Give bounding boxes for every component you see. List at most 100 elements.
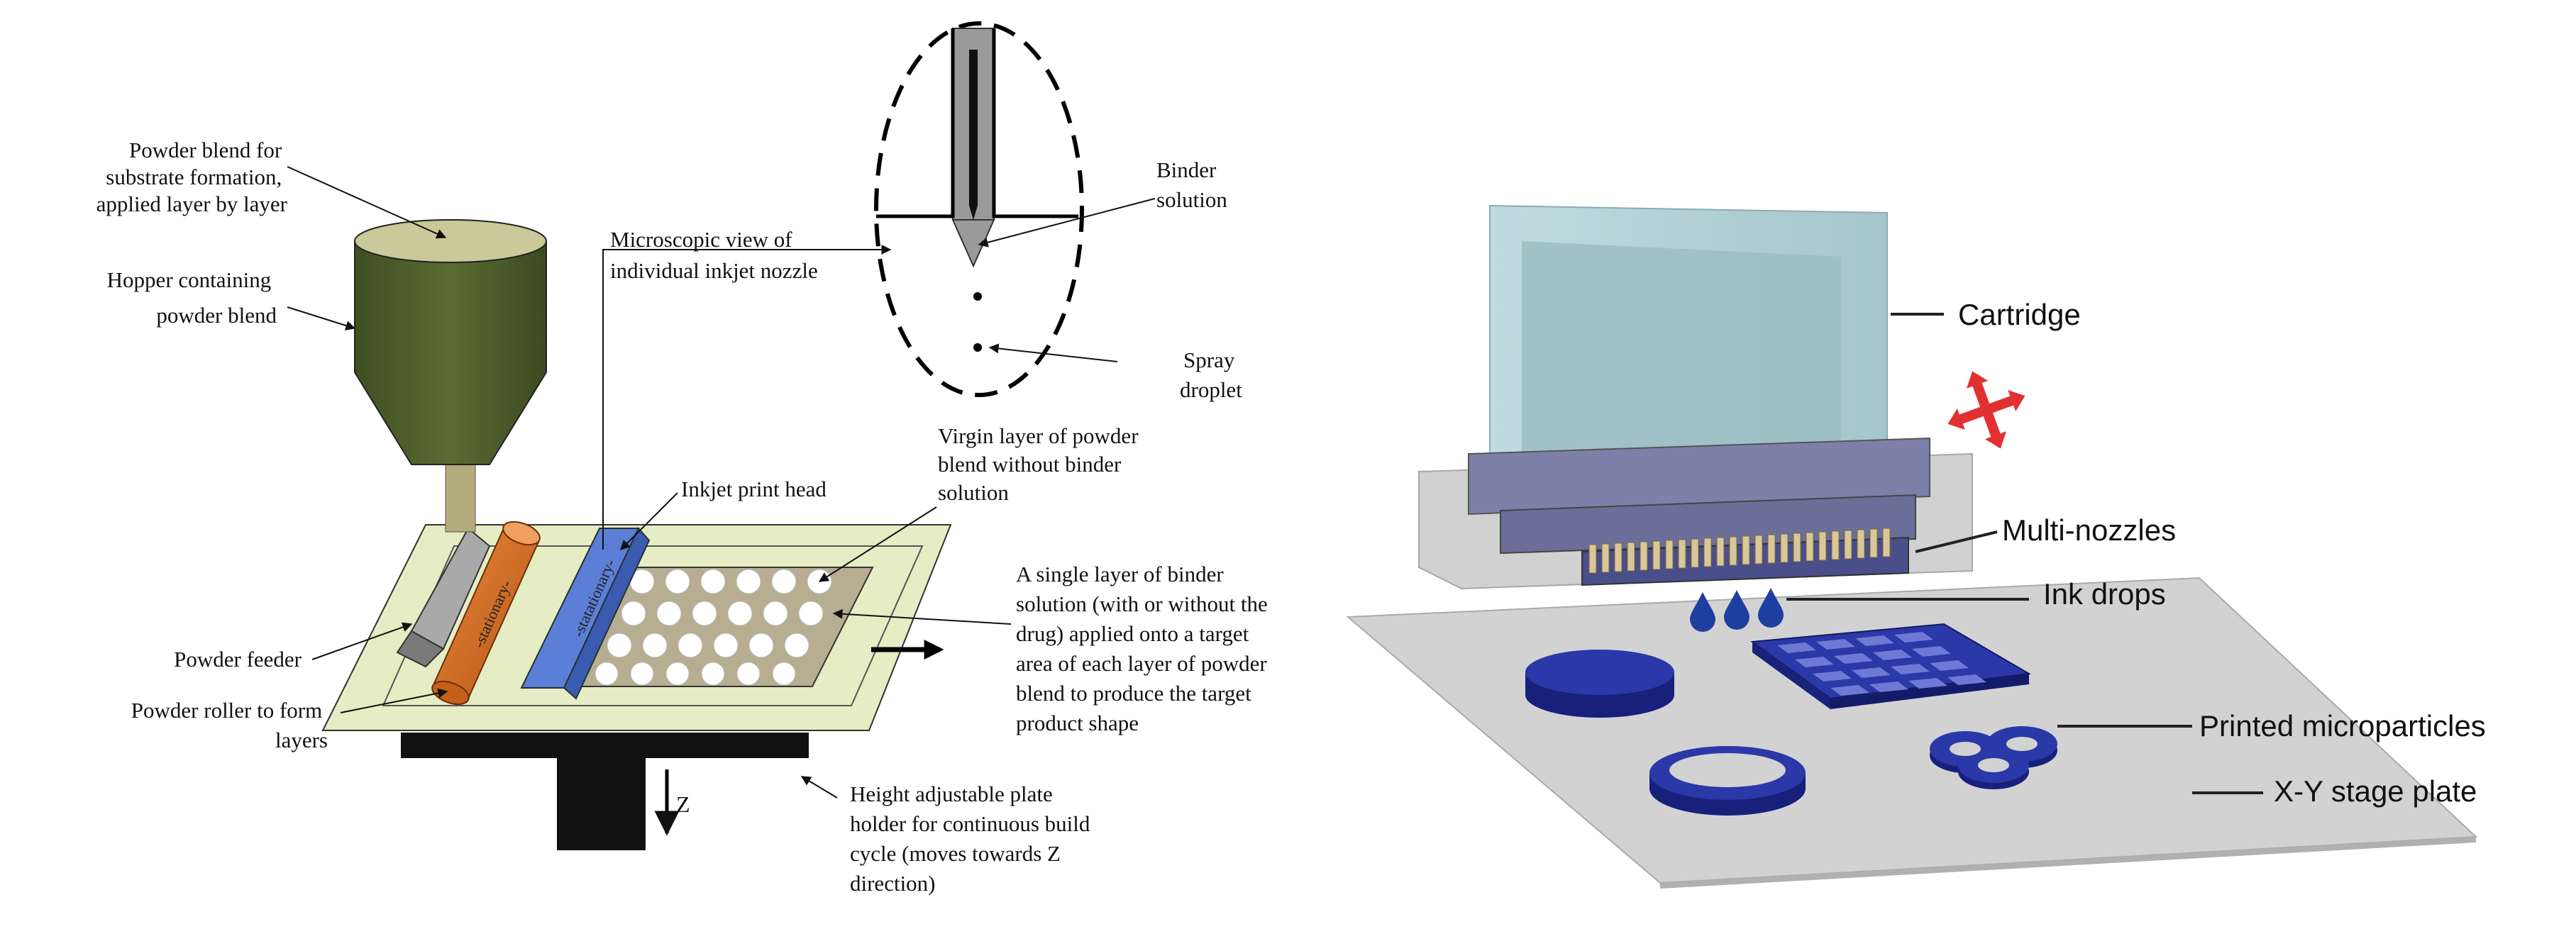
leader-powder-feeder (311, 622, 413, 660)
nozzle (1678, 539, 1686, 569)
cartridge (1489, 204, 1888, 455)
nozzle (1857, 529, 1865, 559)
label-powder-roller: Powder roller to form layers (131, 698, 328, 752)
powder-dot (771, 569, 797, 594)
powder-dot (692, 601, 717, 626)
powder-dot (642, 633, 668, 658)
label-single-layer: A single layer of binder solution (with … (1016, 562, 1273, 735)
powder-feeder (396, 527, 491, 668)
hopper-top (354, 219, 547, 263)
powder-dot (748, 633, 774, 658)
printed-microparticles (1525, 623, 2057, 816)
particle-ring (1649, 746, 1806, 816)
label-height-plate: Height adjustable plate holder for conti… (850, 781, 1095, 896)
xy-stage-plate-edge (1660, 837, 2476, 889)
right-leader-lines (1786, 313, 2263, 794)
label-binder-solution: Binder solution (1156, 157, 1227, 212)
nozzle (1793, 533, 1801, 562)
leader-multi-nozzles (1915, 530, 1998, 553)
nozzle (1614, 543, 1623, 572)
nozzle (1640, 541, 1648, 571)
powder-dot (713, 633, 739, 658)
label-powder-blend: Powder blend for substrate formation, ap… (96, 138, 288, 216)
plate-holder-base (401, 733, 809, 758)
label-ink-drops: Ink drops (2043, 577, 2166, 611)
leader-powder-blend (287, 166, 447, 239)
label-hopper: Hopper containing powder blend (107, 267, 277, 328)
hopper (354, 219, 547, 533)
label-inkjet-print-head: Inkjet print head (681, 477, 827, 501)
label-printed-microparticles: Printed microparticles (2199, 709, 2486, 742)
nozzle (1627, 542, 1635, 572)
powder-dot (621, 601, 646, 626)
label-xy-stage-plate: X-Y stage plate (2274, 774, 2477, 808)
leader-hopper (287, 306, 356, 330)
nozzle (1601, 543, 1610, 573)
leader-binder (978, 198, 1156, 247)
leader-single-layer (832, 608, 1012, 625)
ink-drop (1724, 590, 1749, 630)
label-virgin-layer: Virgin layer of powder blend without bin… (938, 423, 1144, 505)
ink-drop (1690, 592, 1715, 632)
z-axis-label: Z (676, 791, 690, 817)
powder-dot (772, 662, 796, 686)
label-cartridge: Cartridge (1958, 298, 2081, 331)
nozzle (1665, 540, 1674, 569)
plate-holder-column (557, 758, 646, 850)
nozzle (1831, 530, 1840, 560)
powder-dots (595, 569, 832, 686)
particle-grid (1750, 623, 2032, 709)
spray-droplet (973, 292, 982, 301)
powder-dot (595, 662, 619, 686)
powder-dot (665, 662, 690, 686)
nozzle (1818, 531, 1827, 561)
nozzle-microscopic-view (874, 21, 1084, 397)
nozzle (1869, 528, 1878, 558)
left-diagram: -statationary- -stationary- (96, 21, 1273, 896)
nozzle (1588, 544, 1597, 574)
leader-lines (287, 166, 1156, 799)
nozzle (1729, 536, 1737, 566)
right-diagram: Cartridge Multi-nozzles Ink drops Printe… (1346, 204, 2486, 889)
particle-trefoil (1930, 726, 2057, 789)
leader-height-plate (800, 776, 838, 799)
powder-dot (630, 662, 654, 686)
particle-disc (1525, 650, 1674, 718)
ink-drops (1690, 588, 1784, 632)
multi-nozzles (1588, 528, 1891, 574)
powder-dot (665, 569, 690, 594)
nozzle (1780, 533, 1789, 563)
leader-spray (988, 343, 1118, 362)
powder-dot (736, 569, 761, 594)
xy-movement-arrows-icon (1947, 371, 2025, 449)
inkjet-print-head: -statationary- (520, 527, 651, 700)
leader-powder-roller (340, 688, 448, 713)
powder-dot (798, 601, 824, 626)
nozzle (1716, 537, 1725, 567)
leader-virgin-layer (818, 506, 937, 582)
ink-drop (1758, 588, 1784, 628)
leader-print-head (620, 492, 678, 550)
label-spray-droplet: Spray droplet (1180, 347, 1242, 402)
nozzle (1806, 532, 1814, 562)
powder-dot (678, 633, 703, 658)
nozzle (1844, 530, 1852, 560)
powder-dot (784, 633, 809, 658)
powder-dot (736, 662, 761, 686)
powder-dot (607, 633, 632, 658)
nozzle (1703, 538, 1712, 567)
powder-dot (656, 601, 682, 626)
leader-microscopic-view (602, 245, 892, 550)
powder-dot (700, 569, 726, 594)
nozzle (1742, 535, 1750, 565)
label-microscopic-view: Microscopic view of individual inkjet no… (610, 227, 818, 283)
powder-dot (763, 601, 788, 626)
label-powder-feeder: Powder feeder (174, 647, 302, 672)
nozzle (1652, 540, 1661, 570)
powder-dot (727, 601, 753, 626)
nozzle (1882, 528, 1891, 557)
label-multi-nozzles: Multi-nozzles (2002, 513, 2176, 547)
nozzle (1767, 534, 1776, 564)
